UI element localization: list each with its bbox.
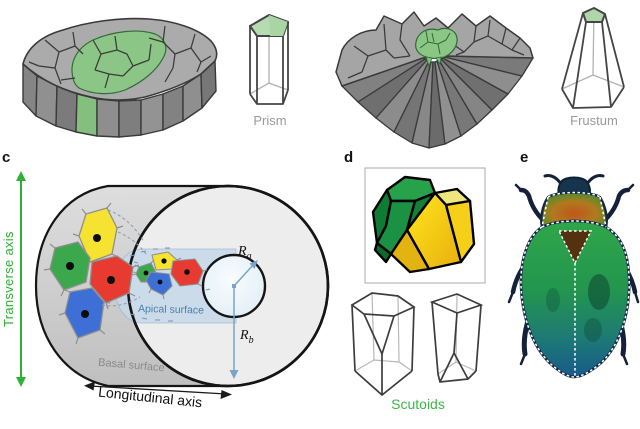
scutoids-illustration: [350, 167, 486, 397]
cell-border-lines: [28, 25, 212, 89]
radius-basal-label: Rb: [240, 328, 254, 346]
beetle-scutellum: [559, 231, 591, 263]
frustum-monolayer-illustration: [335, 11, 534, 149]
tube-model-illustration: [16, 171, 330, 399]
frustum-sheet-fan-faces: [341, 55, 534, 149]
frustum-top-face: [582, 7, 606, 23]
wireframe-scutoid-right: [429, 293, 484, 383]
yellow-scutoid: [389, 187, 476, 274]
transverse-axis-arrow: [16, 171, 26, 387]
panel-a: [15, 4, 230, 140]
green-cell-lines: [419, 30, 451, 55]
prism-outer-edges: [249, 22, 289, 105]
prism-top-face-shade: [269, 15, 288, 36]
panel-e-letter: e: [520, 149, 529, 166]
panel-a-prism: [242, 8, 298, 112]
scutoid-dashed-outline: [520, 191, 630, 378]
wireframe-scutoid-left: [350, 292, 416, 397]
transverse-axis-label: Transverse axis: [1, 231, 16, 327]
frustum-outer-edges: [561, 12, 625, 109]
panel-e: [505, 150, 640, 429]
frustum-sheet-top-surface: [335, 11, 534, 87]
scutoids-caption: Scutoids: [391, 396, 445, 412]
apical-scatter-dashes: [129, 247, 211, 322]
beetle-photo-illustration: [507, 174, 640, 379]
prism-illustration: [249, 14, 289, 105]
panel-d-letter: d: [344, 149, 354, 166]
apical-cell-nuclei: [143, 258, 190, 285]
prism-label: Prism: [253, 113, 287, 128]
cell-border-lines: [347, 19, 525, 79]
radius-arrows: [229, 260, 258, 379]
panel-c: [0, 150, 345, 429]
frustum-label: Frustum: [570, 113, 618, 128]
prism-sheet-top-surface: [22, 17, 218, 101]
longitudinal-axis-arrow: [84, 381, 232, 399]
panel-c-letter: c: [2, 149, 11, 166]
beetle-elytra-shading: [546, 274, 610, 342]
frustum-illustration: [561, 7, 625, 109]
radius-apical-label: Ra: [238, 244, 252, 262]
panel-d: [330, 150, 502, 429]
basal-cell-nuclei: [66, 234, 115, 318]
panel-b-frustum: [556, 3, 632, 115]
prism-monolayer-illustration: [22, 17, 218, 138]
apical-surface-label: Apical surface: [137, 302, 205, 317]
panel-b: [328, 0, 546, 152]
